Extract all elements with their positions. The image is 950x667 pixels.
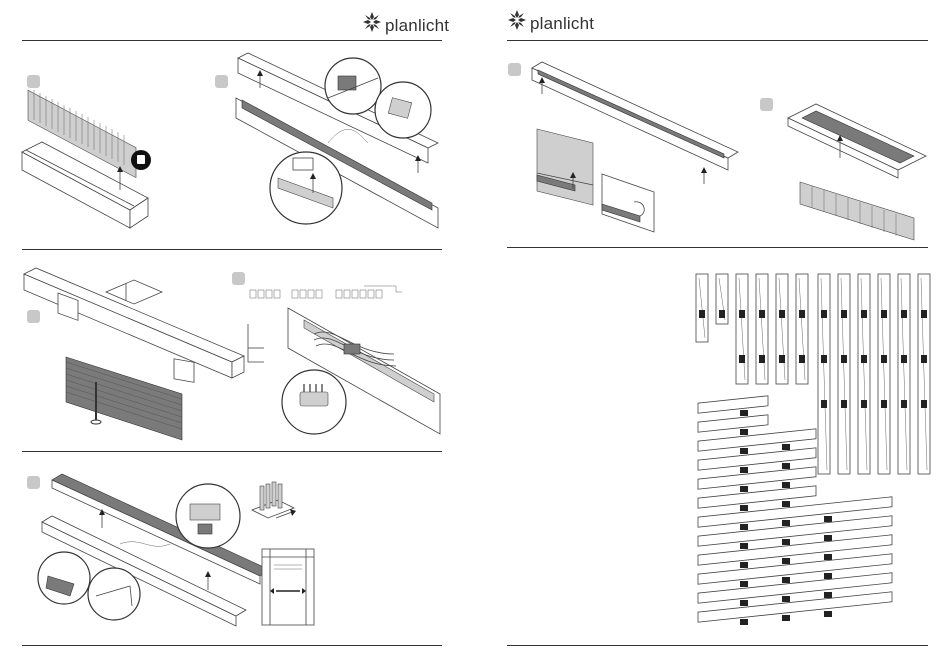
- horizontal-bar: [698, 396, 768, 416]
- illustration-cross-section: [258, 545, 318, 629]
- section-rule-left-1: [22, 249, 442, 250]
- vertical-bar: [736, 274, 748, 384]
- brand-logo-right: planlicht: [507, 6, 594, 34]
- illustration-cable-connection: [244, 284, 444, 440]
- vertical-bar: [756, 274, 768, 384]
- footer-rule-right: [507, 645, 928, 646]
- footer-rule-left: [22, 645, 442, 646]
- brand-logo-left: planlicht: [362, 8, 449, 36]
- step-badge: [215, 75, 228, 88]
- brand-name: planlicht: [385, 16, 449, 36]
- vertical-bar: [696, 274, 708, 342]
- section-rule-left-2: [22, 451, 442, 452]
- illustration-trim-detail-a: [535, 125, 595, 207]
- illustration-housing-wiring: [228, 48, 458, 238]
- header-rule-left: [22, 40, 442, 41]
- vertical-bar: [838, 274, 850, 474]
- illustration-orientation-grid: [690, 270, 932, 632]
- vertical-bar: [858, 274, 870, 474]
- brand-name: planlicht: [530, 14, 594, 34]
- step-badge: [760, 98, 773, 111]
- vertical-bar: [796, 274, 808, 384]
- illustration-connector-pins: [248, 478, 298, 530]
- step-badge: [508, 63, 521, 76]
- vertical-bar: [776, 274, 788, 384]
- flower-star-icon: [507, 9, 527, 31]
- horizontal-bar: [698, 415, 768, 435]
- header-rule-right: [507, 40, 928, 41]
- vertical-bar: [918, 274, 930, 474]
- vertical-bar: [818, 274, 830, 474]
- illustration-louver-ceiling: [786, 98, 926, 248]
- illustration-louver-insert: [20, 80, 160, 230]
- vertical-bar: [878, 274, 890, 474]
- vertical-bar: [898, 274, 910, 474]
- illustration-housing-mounting: [22, 262, 242, 440]
- illustration-trim-detail-b: [600, 172, 656, 234]
- vertical-bar: [716, 274, 728, 324]
- flower-star-icon: [362, 11, 382, 33]
- illustration-louver-install: [30, 466, 280, 642]
